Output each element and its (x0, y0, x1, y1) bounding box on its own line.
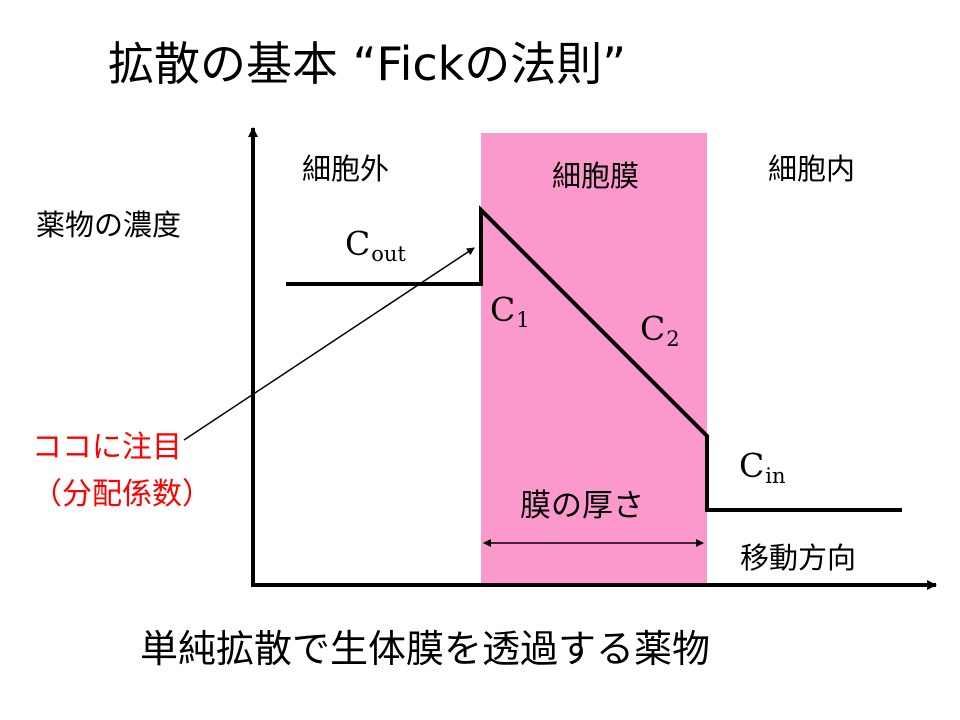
note-line-2: （分配係数） (32, 477, 212, 512)
region-label-inside: 細胞内 (768, 152, 856, 186)
y-axis-label: 薬物の濃度 (36, 208, 182, 242)
c2-sub: 2 (666, 327, 680, 351)
c1-sub: 1 (516, 308, 530, 332)
x-axis-label: 移動方向 (740, 541, 857, 575)
slide-caption: 単純拡散で生体膜を透過する薬物 (140, 627, 711, 671)
c2-label: C2 (640, 309, 680, 351)
c-out-sub: out (371, 242, 406, 266)
c1-base: C (490, 290, 516, 329)
note-pointer-arrow (183, 247, 475, 441)
note-line-1: ココに注目 (32, 430, 182, 465)
c2-base: C (640, 309, 666, 348)
membrane-thickness-label: 膜の厚さ (520, 488, 644, 524)
region-label-outside: 細胞外 (302, 152, 390, 186)
note-callout: ココに注目 （分配係数） (32, 424, 212, 518)
c-out-base: C (345, 224, 371, 263)
concentration-profile (286, 205, 902, 512)
c-in-base: C (739, 446, 765, 485)
c-in-sub: in (765, 464, 786, 488)
membrane-band (481, 133, 707, 587)
slide-title: 拡散の基本 “Fickの法則” (108, 37, 627, 91)
region-label-membrane: 細胞膜 (552, 159, 640, 193)
c1-label: C1 (490, 290, 530, 332)
c-out-label: Cout (345, 224, 406, 266)
c-in-label: Cin (739, 446, 786, 488)
